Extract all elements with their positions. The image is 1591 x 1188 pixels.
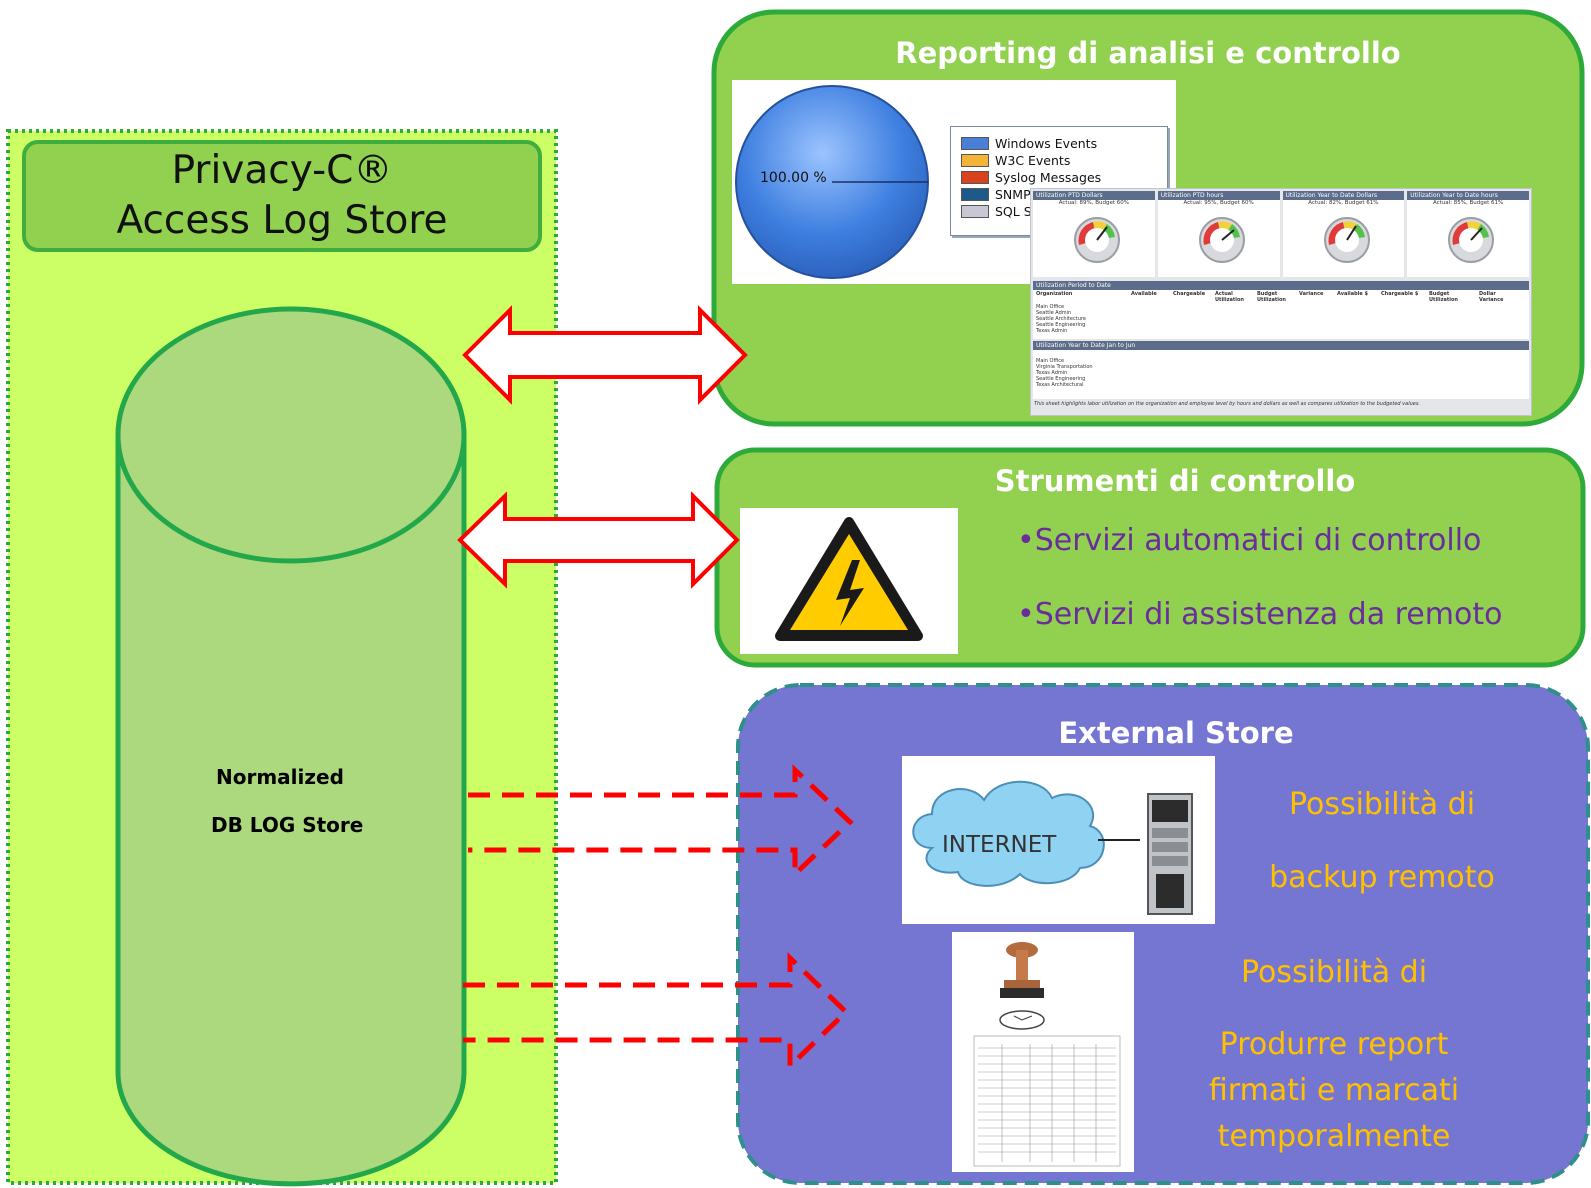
internet-image [902, 756, 1215, 924]
gauge-sub: Actual: 82%, Budget 61% [1308, 200, 1379, 206]
table-row: Seattle Engineering [1036, 322, 1086, 328]
report-line-2: Produrre report [1219, 1027, 1449, 1062]
pie-chart [735, 85, 929, 279]
pie-percent-label: 100.00 % [760, 170, 827, 186]
table-header-cell: Dollar Variance [1479, 291, 1504, 303]
table-header-cell: Chargeable $ [1381, 291, 1419, 297]
table-header-cell: Available [1131, 291, 1157, 297]
store-title: Privacy-C® Access Log Store [22, 140, 542, 252]
gauge-card: Utilization PTD Dollars Actual: 89%, Bud… [1033, 191, 1155, 277]
legend-item: SQL S [961, 203, 1167, 220]
control-title: Strumenti di controllo [994, 464, 1356, 498]
gauge-sub: Actual: 89%, Budget 60% [1058, 200, 1130, 206]
report-line-1: Possibilità di [1240, 955, 1428, 990]
table-row: Seattle Admin [1036, 310, 1072, 316]
db-cylinder-top [115, 306, 467, 564]
table-header-cell: Budget Utilization [1429, 291, 1458, 303]
legend-item: Syslog Messages [961, 169, 1167, 186]
reporting-title: Reporting di analisi e controllo [895, 36, 1401, 70]
external-title: External Store [1058, 716, 1294, 750]
internet-cloud-server-illustration [912, 780, 1193, 915]
legend-label: SQL S [995, 204, 1032, 219]
cloud-icon [912, 780, 1105, 887]
backup-line-2: backup remoto [1269, 860, 1495, 895]
table-header-cell: Budget Utilization [1257, 291, 1286, 303]
table-1-header: Organization Available Chargeable Actual… [1033, 290, 1529, 304]
backup-line-1: Possibilità di [1288, 787, 1476, 822]
table-header-cell: Available $ [1337, 291, 1369, 297]
gauge-sub: Actual: 85%, Budget 61% [1432, 200, 1504, 206]
legend-item: W3C Events [961, 152, 1167, 169]
db-label-line1: Normalized [216, 765, 344, 789]
table-row: Texas Architectural [1036, 382, 1084, 388]
table-row: Texas Admin [1036, 370, 1068, 376]
gauge-title: Utilization Year to Date Dollars [1282, 191, 1405, 200]
legend-swatch [961, 205, 989, 218]
gauge-sub: Actual: 95%, Budget 60% [1183, 200, 1254, 206]
gauge-icon [1448, 217, 1495, 263]
report-document-icon [973, 1035, 1121, 1167]
dashed-arrow-backup [468, 764, 854, 880]
db-label-line2: DB LOG Store [211, 813, 364, 837]
table-header-cell: Actual Utilization [1215, 291, 1244, 303]
table-1-title: Utilization Period to Date [1033, 281, 1529, 290]
gauge-card: Utilization Year to Date hours Actual: 8… [1407, 191, 1529, 277]
table-row: Seattle Engineering [1036, 376, 1086, 382]
legend-label: SNMP [995, 187, 1031, 202]
store-title-line1: Privacy-C® [171, 148, 393, 193]
table-row: Main Office [1036, 304, 1065, 310]
gauge-title: Utilization Year to Date hours [1407, 191, 1529, 200]
legend-item: SNMP [961, 186, 1167, 203]
utilization-table-2: Utilization Year to Date Jan to Jun Main… [1033, 341, 1529, 399]
double-arrow-control [457, 491, 740, 589]
table-row: Seattle Architecture [1036, 316, 1086, 322]
dashed-arrow-report [463, 952, 850, 1072]
table-header-cell: Variance [1299, 291, 1324, 297]
double-arrow-reporting [462, 305, 748, 405]
gauge-icon [1074, 217, 1120, 263]
utilization-table-1: Utilization Period to Date Organization … [1033, 281, 1529, 339]
gauge-card: Utilization PTD hours Actual: 95%, Budge… [1157, 191, 1280, 277]
gauge-icon [1323, 217, 1370, 263]
legend-label: Syslog Messages [995, 170, 1102, 185]
high-voltage-warning-icon [775, 517, 923, 641]
table-row: Main Office [1036, 358, 1065, 364]
store-title-line2: Access Log Store [116, 198, 448, 243]
gauge-icon [1198, 217, 1245, 263]
control-bullet-1: •Servizi automatici di controllo [1017, 523, 1482, 558]
report-line-4: temporalmente [1217, 1119, 1451, 1154]
control-bullet-2: •Servizi di assistenza da remoto [1017, 597, 1503, 632]
table-2-title: Utilization Year to Date Jan to Jun [1033, 341, 1529, 350]
gauge-row: Utilization PTD Dollars Actual: 89%, Bud… [1031, 189, 1531, 279]
legend-label: Windows Events [995, 136, 1098, 151]
stamp-clock-report-illustration [973, 942, 1121, 1167]
gauge-title: Utilization PTD hours [1157, 191, 1280, 200]
report-line-3: firmati e marcati [1208, 1073, 1460, 1108]
dashboard-screenshot: Utilization PTD Dollars Actual: 89%, Bud… [1030, 188, 1532, 416]
table-row: Virginia Transportation [1036, 364, 1093, 370]
gauge-card: Utilization Year to Date Dollars Actual:… [1282, 191, 1405, 277]
legend-swatch [961, 154, 989, 167]
signed-report-image [952, 932, 1134, 1172]
table-header-cell: Chargeable [1173, 291, 1206, 297]
legend-swatch [961, 188, 989, 201]
gauge-title: Utilization PTD Dollars [1033, 191, 1155, 200]
legend-swatch [961, 137, 989, 150]
legend-swatch [961, 171, 989, 184]
dashboard-footnote: This sheet highlights labor utilization … [1034, 401, 1421, 407]
internet-label: INTERNET [942, 832, 1057, 858]
db-cylinder-body [115, 435, 467, 1187]
legend-item: Windows Events [961, 135, 1167, 152]
legend-label: W3C Events [995, 153, 1071, 168]
table-row: Texas Admin [1036, 328, 1068, 334]
table-header-cell: Organization [1036, 291, 1073, 297]
warning-image [740, 508, 958, 654]
